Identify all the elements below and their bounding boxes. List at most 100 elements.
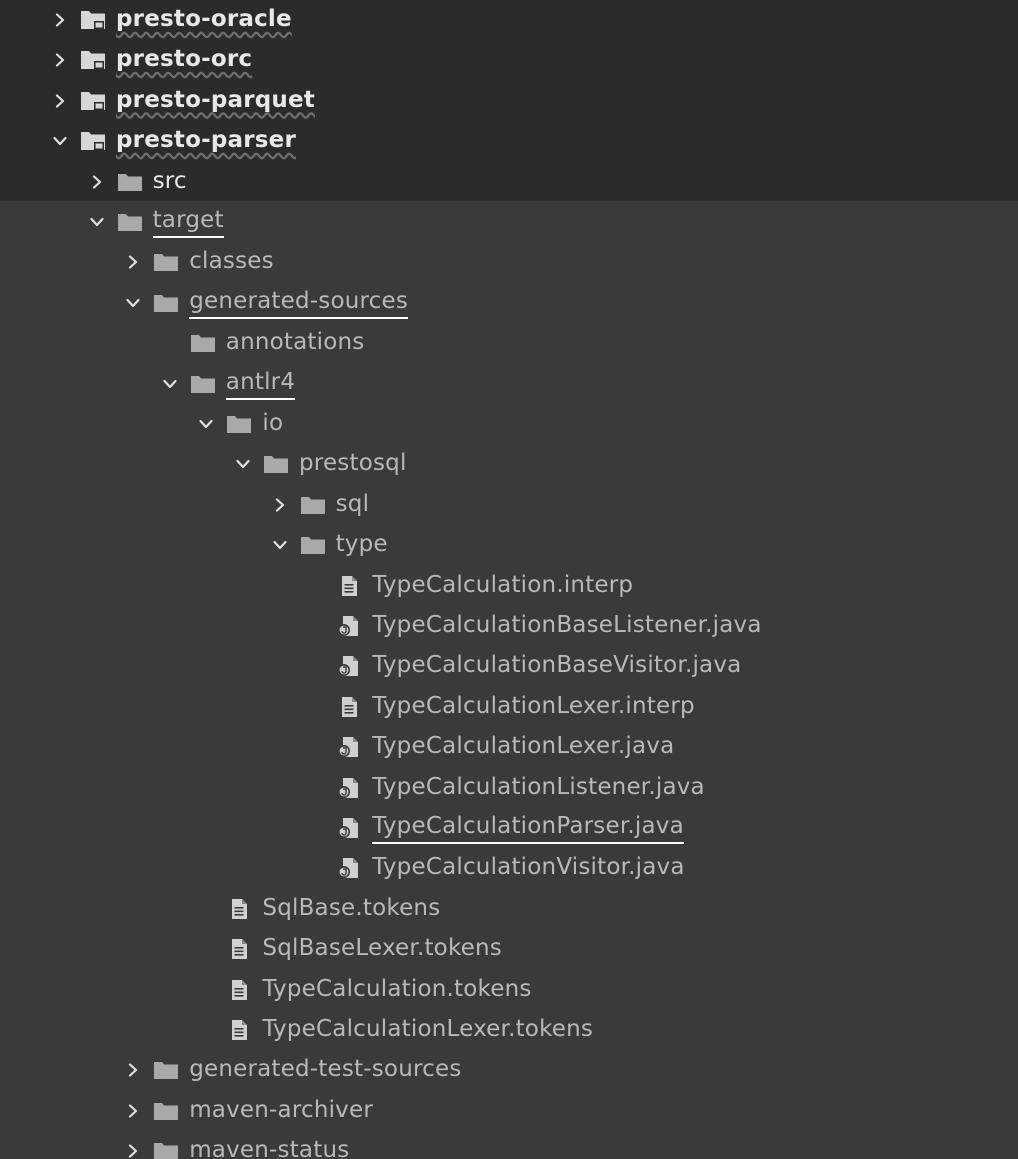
tree-item-label: TypeCalculationLexer.tokens xyxy=(262,1016,594,1042)
chevron-right-icon[interactable] xyxy=(89,174,105,190)
tree-item-label: presto-oracle xyxy=(116,6,292,32)
folder-icon xyxy=(300,533,328,557)
java-file-icon xyxy=(336,735,364,759)
module-icon xyxy=(80,8,108,32)
folder-icon xyxy=(117,210,145,234)
tree-item-typecalculationbasevisitor-java[interactable]: TypeCalculationBaseVisitor.java xyxy=(0,646,1018,686)
tree-item-src[interactable]: src xyxy=(0,162,1018,202)
folder-icon xyxy=(226,412,254,436)
tree-item-label: TypeCalculationLexer.interp xyxy=(372,692,695,719)
folder-icon xyxy=(263,452,291,476)
java-file-icon xyxy=(336,654,364,678)
tree-item-label: TypeCalculationVisitor.java xyxy=(372,854,685,881)
java-file-icon xyxy=(336,816,364,840)
tree-item-presto-orc[interactable]: presto-orc xyxy=(0,40,1018,80)
chevron-down-icon[interactable] xyxy=(52,133,68,149)
tree-item-label: io xyxy=(262,410,284,436)
tree-item-label: TypeCalculationBaseListener.java xyxy=(372,612,762,638)
chevron-right-icon[interactable] xyxy=(125,1103,141,1119)
tree-item-label: classes xyxy=(189,248,274,275)
folder-icon xyxy=(190,372,218,396)
tree-item-presto-parquet[interactable]: presto-parquet xyxy=(0,81,1018,121)
folder-icon xyxy=(117,170,145,194)
tree-item-label: prestosql xyxy=(299,450,407,477)
tree-item-label: src xyxy=(152,167,187,194)
tree-item-label: presto-orc xyxy=(116,46,253,73)
module-icon xyxy=(80,129,108,153)
tree-item-typecalculationbaselistener-java[interactable]: TypeCalculationBaseListener.java xyxy=(0,606,1018,646)
tree-item-typecalculationvisitor-java[interactable]: TypeCalculationVisitor.java xyxy=(0,848,1018,888)
java-file-icon xyxy=(336,856,364,880)
chevron-down-icon[interactable] xyxy=(272,537,288,553)
folder-icon xyxy=(300,493,328,517)
chevron-down-icon[interactable] xyxy=(235,456,251,472)
tree-item-prestosql[interactable]: prestosql xyxy=(0,444,1018,484)
tree-item-typecalculationlexer-tokens[interactable]: TypeCalculationLexer.tokens xyxy=(0,1010,1018,1050)
tree-item-presto-parser[interactable]: presto-parser xyxy=(0,121,1018,161)
tree-item-label: presto-parquet xyxy=(116,86,315,113)
tree-item-type[interactable]: type xyxy=(0,525,1018,565)
java-file-icon xyxy=(336,776,364,800)
tree-item-label: presto-parser xyxy=(116,127,296,154)
tree-item-label: TypeCalculationParser.java xyxy=(372,812,684,844)
folder-icon xyxy=(153,250,181,274)
tree-item-label: generated-sources xyxy=(189,287,409,319)
tree-item-label: TypeCalculation.interp xyxy=(372,571,634,598)
tree-item-maven-status[interactable]: maven-status xyxy=(0,1131,1018,1159)
tree-item-label: sql xyxy=(335,490,370,517)
chevron-down-icon[interactable] xyxy=(162,376,178,392)
tree-item-presto-oracle[interactable]: presto-oracle xyxy=(0,0,1018,40)
tree-item-maven-archiver[interactable]: maven-archiver xyxy=(0,1091,1018,1131)
module-icon xyxy=(80,48,108,72)
chevron-right-icon[interactable] xyxy=(52,93,68,109)
tree-item-classes[interactable]: classes xyxy=(0,242,1018,282)
tree-item-label: generated-test-sources xyxy=(189,1056,462,1083)
chevron-right-icon[interactable] xyxy=(125,254,141,270)
chevron-right-icon[interactable] xyxy=(272,497,288,513)
tree-item-sql[interactable]: sql xyxy=(0,485,1018,525)
chevron-right-icon[interactable] xyxy=(125,1062,141,1078)
tree-item-label: TypeCalculationBaseVisitor.java xyxy=(372,652,742,679)
tree-item-antlr4[interactable]: antlr4 xyxy=(0,364,1018,404)
tree-item-typecalculation-tokens[interactable]: TypeCalculation.tokens xyxy=(0,970,1018,1010)
tree-item-label: TypeCalculationListener.java xyxy=(372,773,705,800)
tree-item-io[interactable]: io xyxy=(0,404,1018,444)
tree-item-typecalculationlexer-interp[interactable]: TypeCalculationLexer.interp xyxy=(0,687,1018,727)
tree-item-sqlbaselexer-tokens[interactable]: SqlBaseLexer.tokens xyxy=(0,929,1018,969)
module-icon xyxy=(80,89,108,113)
tree-item-annotations[interactable]: annotations xyxy=(0,323,1018,363)
chevron-right-icon[interactable] xyxy=(52,52,68,68)
chevron-down-icon[interactable] xyxy=(198,416,214,432)
tree-item-label: maven-archiver xyxy=(189,1096,374,1123)
tree-item-label: antlr4 xyxy=(225,368,296,400)
tree-item-target[interactable]: target xyxy=(0,202,1018,242)
chevron-right-icon[interactable] xyxy=(125,1143,141,1159)
folder-icon xyxy=(190,331,218,355)
tree-item-label: annotations xyxy=(225,329,365,356)
folder-icon xyxy=(153,1099,181,1123)
tree-item-generated-sources[interactable]: generated-sources xyxy=(0,283,1018,323)
tree-item-sqlbase-tokens[interactable]: SqlBase.tokens xyxy=(0,889,1018,929)
tree-item-label: SqlBaseLexer.tokens xyxy=(262,935,502,962)
text-file-icon xyxy=(226,978,254,1002)
tree-item-typecalculationparser-java[interactable]: TypeCalculationParser.java xyxy=(0,808,1018,848)
chevron-down-icon[interactable] xyxy=(89,214,105,230)
tree-item-typecalculation-interp[interactable]: TypeCalculation.interp xyxy=(0,566,1018,606)
text-file-icon xyxy=(336,695,364,719)
text-file-icon xyxy=(226,897,254,921)
folder-icon xyxy=(153,1139,181,1159)
java-file-icon xyxy=(336,614,364,638)
tree-item-typecalculationlistener-java[interactable]: TypeCalculationListener.java xyxy=(0,768,1018,808)
tree-item-label: TypeCalculation.tokens xyxy=(262,975,532,1002)
tree-item-label: maven-status xyxy=(189,1137,350,1159)
folder-icon xyxy=(153,1058,181,1082)
tree-item-generated-test-sources[interactable]: generated-test-sources xyxy=(0,1050,1018,1090)
chevron-right-icon[interactable] xyxy=(52,12,68,28)
tree-item-typecalculationlexer-java[interactable]: TypeCalculationLexer.java xyxy=(0,727,1018,767)
chevron-down-icon[interactable] xyxy=(125,295,141,311)
text-file-icon xyxy=(226,1018,254,1042)
tree-item-label: SqlBase.tokens xyxy=(262,894,441,921)
module-list-band xyxy=(0,0,1018,201)
folder-icon xyxy=(153,291,181,315)
